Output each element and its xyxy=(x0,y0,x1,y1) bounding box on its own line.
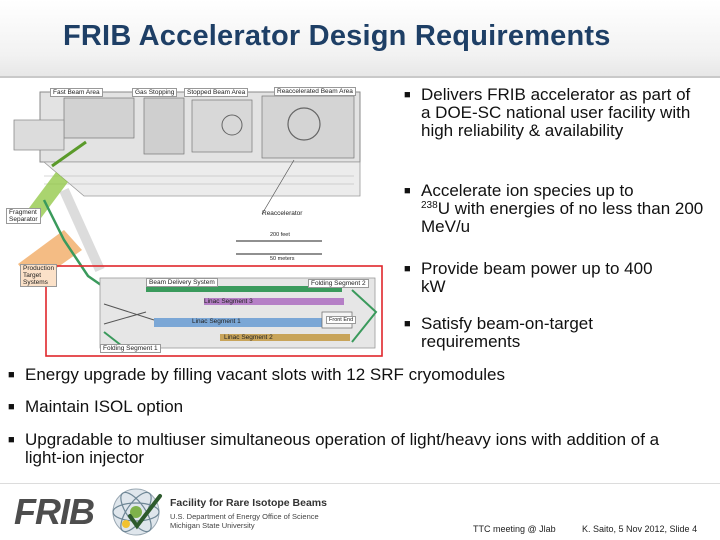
bullet-beam-on-target: ■ Satisfy beam-on-target requirements xyxy=(404,315,704,351)
bullet-text: Provide beam power up to 400 kW xyxy=(421,259,653,296)
bullet-energy-upgrade: ■ Energy upgrade by filling vacant slots… xyxy=(8,366,708,384)
bullet-marker: ■ xyxy=(8,434,15,446)
bullet-text: Energy upgrade by filling vacant slots w… xyxy=(25,365,506,384)
frib-logo-icon xyxy=(112,488,162,536)
label-fast-beam-area: Fast Beam Area xyxy=(50,88,103,98)
facility-name: Facility for Rare Isotope Beams xyxy=(170,497,327,509)
label-linac-segment-1: Linac Segment 1 xyxy=(192,318,241,325)
label-production-target: Production Target Systems xyxy=(20,264,58,288)
bullet-text-b: U with energies of no less than 200 MeV/… xyxy=(421,199,704,236)
bullet-text: Satisfy beam-on-target requirements xyxy=(421,314,593,351)
west-building xyxy=(13,119,65,151)
folding-segment-1-curve xyxy=(103,331,123,347)
facility-site-map: Fast Beam Area Gas Stopping Stopped Beam… xyxy=(4,80,400,358)
label-linac-segment-2: Linac Segment 2 xyxy=(224,334,273,341)
label-folding-segment-1: Folding Segment 1 xyxy=(100,344,161,354)
slide-credit: K. Saito, 5 Nov 2012, Slide 4 xyxy=(582,524,698,534)
footer-divider xyxy=(0,483,720,484)
label-linac-segment-3: Linac Segment 3 xyxy=(204,298,253,305)
gas-stopping-building xyxy=(143,97,185,155)
bullet-marker: ■ xyxy=(404,263,411,275)
doe-office-line: U.S. Department of Energy Office of Scie… xyxy=(170,512,319,521)
label-scale-meters: 50 meters xyxy=(270,256,295,262)
linac-segment-1-bar xyxy=(154,318,350,327)
slide-title: FRIB Accelerator Design Requirements xyxy=(63,20,611,52)
bullet-multiuser-upgrade: ■ Upgradable to multiuser simultaneous o… xyxy=(8,431,708,467)
bullet-marker: ■ xyxy=(404,318,411,330)
isotope-mass-number: 238 xyxy=(421,200,438,211)
label-beam-delivery-system: Beam Delivery System xyxy=(146,278,218,288)
bullet-text: Upgradable to multiuser simultaneous ope… xyxy=(25,430,660,467)
msu-line: Michigan State University xyxy=(170,521,255,530)
linac-highlight-box xyxy=(45,265,383,357)
reaccelerator-ring xyxy=(287,107,321,141)
reaccelerated-building xyxy=(261,95,355,159)
label-folding-segment-2: Folding Segment 2 xyxy=(308,279,369,289)
beamline-to-hall xyxy=(51,140,87,168)
title-bar xyxy=(0,0,720,78)
bullet-marker: ■ xyxy=(404,89,411,101)
bullet-delivers-frib: ■ Delivers FRIB accelerator as part of a… xyxy=(404,86,704,140)
title-divider xyxy=(0,76,720,78)
linac-segment-2-bar xyxy=(220,334,350,341)
frib-wordmark: FRIB xyxy=(14,491,95,532)
bullet-text: Delivers FRIB accelerator as part of a D… xyxy=(421,85,691,140)
bullet-marker: ■ xyxy=(404,185,411,197)
label-stopped-beam-area: Stopped Beam Area xyxy=(184,88,249,98)
gas-cell xyxy=(221,114,243,136)
label-reaccelerator: Reaccelerator xyxy=(262,210,303,217)
site-map-drawing xyxy=(13,91,383,357)
label-fragment-separator: Fragment Separator xyxy=(6,208,41,225)
bullet-marker: ■ xyxy=(8,401,15,413)
bullet-text: Maintain ISOL option xyxy=(25,397,184,416)
support-building xyxy=(42,161,361,197)
label-gas-stopping: Gas Stopping xyxy=(132,88,178,98)
label-scale-feet: 200 feet xyxy=(270,232,290,238)
label-reaccelerated-beam-area: Reaccelerated Beam Area xyxy=(274,87,356,97)
label-front-end: Front End xyxy=(326,316,357,325)
bullet-isol-option: ■ Maintain ISOL option xyxy=(8,398,708,416)
fast-beam-building xyxy=(63,97,135,139)
folding-segment-2-curve xyxy=(351,289,378,343)
linac-segment-3-bar xyxy=(204,298,344,305)
bullet-marker: ■ xyxy=(8,369,15,381)
beam-delivery-line xyxy=(146,286,342,292)
meeting-name: TTC meeting @ Jlab xyxy=(473,524,556,534)
bullet-beam-power: ■ Provide beam power up to 400 kW xyxy=(404,260,704,296)
bullet-text-a: Accelerate ion species up to xyxy=(421,181,634,200)
